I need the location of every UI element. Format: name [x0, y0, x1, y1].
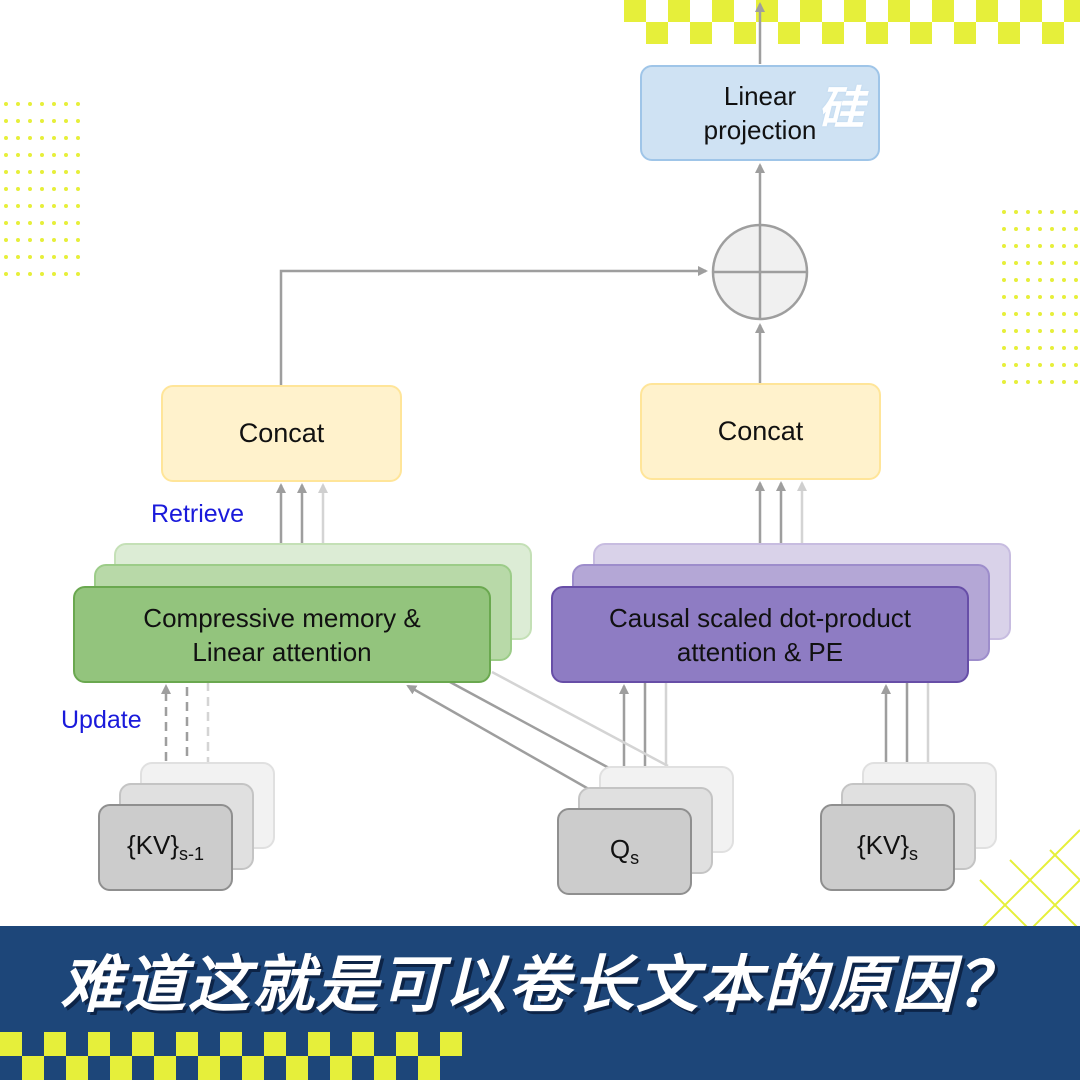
dot-pattern-left: [4, 102, 80, 276]
memory-line2: Linear attention: [192, 636, 372, 667]
attention-line2: attention & PE: [676, 636, 844, 667]
linear-projection-line1: Linear: [723, 81, 797, 111]
checker-pattern-top: [624, 0, 1080, 44]
linear-projection-line2: projection: [703, 115, 817, 145]
query-text: Qs: [609, 833, 640, 869]
attention-line1: Causal scaled dot-product: [608, 602, 912, 633]
attention-box: Causal scaled dot-product attention & PE: [551, 586, 969, 683]
query-box: Qs: [557, 808, 692, 895]
retrieve-label: Retrieve: [151, 500, 245, 528]
kv-curr-box: {KV}s: [820, 804, 955, 891]
concat-left-label: Concat: [238, 418, 325, 448]
kv-prev-text: {KV}s-1: [126, 829, 205, 865]
kv-curr-text: {KV}s: [856, 829, 919, 865]
sum-node: [711, 223, 809, 321]
caption-banner: [0, 926, 1080, 1032]
linear-projection-box: Linear projection: [640, 65, 880, 161]
dot-pattern-right: [1002, 210, 1078, 384]
concat-right-label: Concat: [717, 416, 804, 446]
watermark-glyph: 硅: [818, 81, 864, 135]
update-label: Update: [61, 706, 142, 734]
checker-pattern-bottom: [0, 1032, 1080, 1080]
kv-prev-box: {KV}s-1: [98, 804, 233, 891]
concat-left-box: Concat: [161, 385, 402, 482]
memory-line1: Compressive memory &: [143, 602, 421, 633]
caption-text: 难道这就是可以卷长文本的原因？: [59, 948, 1020, 1021]
concat-right-box: Concat: [640, 383, 881, 480]
memory-box: Compressive memory & Linear attention: [73, 586, 491, 683]
